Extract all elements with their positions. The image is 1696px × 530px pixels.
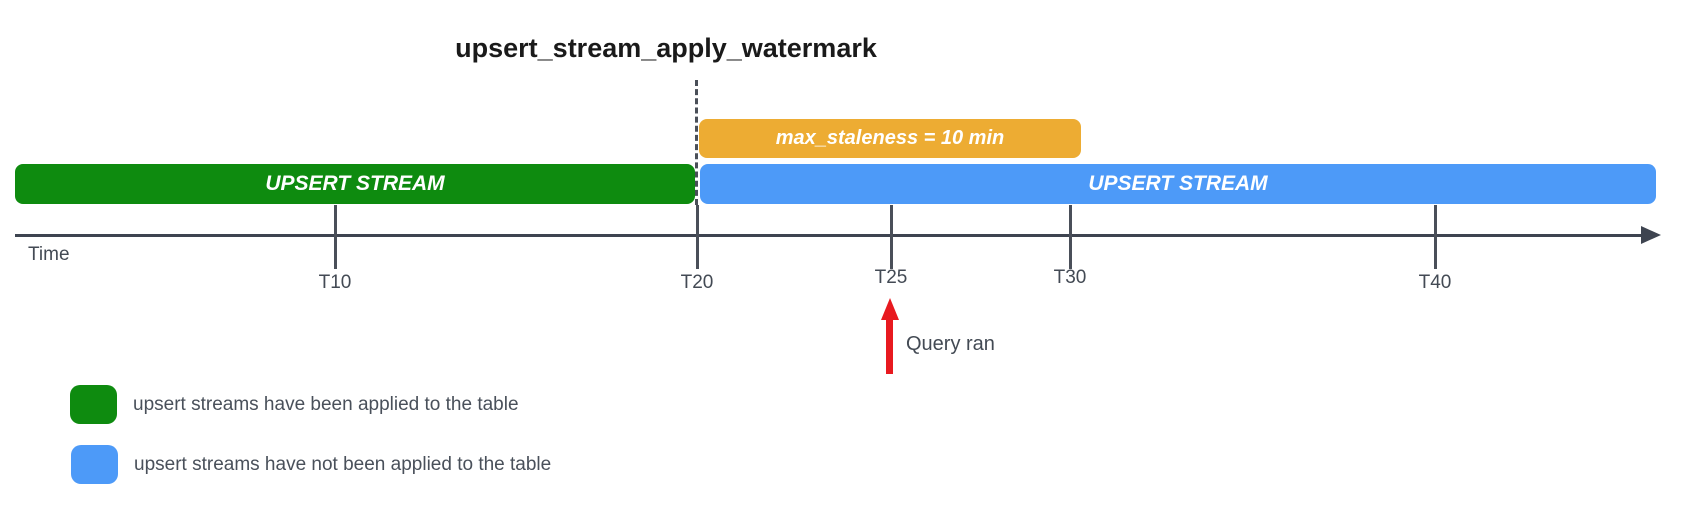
tick-t20 xyxy=(696,205,699,269)
tick-label-t30: T30 xyxy=(1053,267,1087,288)
watermark-dashed-line xyxy=(695,80,698,205)
legend-swatch-not-applied xyxy=(71,445,118,484)
tick-label-t20: T20 xyxy=(680,272,714,293)
legend-item-applied: upsert streams have been applied to the … xyxy=(70,385,519,424)
tick-label-t40: T40 xyxy=(1418,272,1452,293)
tick-label-t10: T10 xyxy=(318,272,352,293)
query-ran-arrow-shaft xyxy=(886,318,893,374)
max-staleness-bar: max_staleness = 10 min xyxy=(699,119,1081,158)
legend-item-not-applied: upsert streams have not been applied to … xyxy=(71,445,551,484)
pending-upsert-stream-bar: UPSERT STREAM xyxy=(700,164,1656,204)
applied-upsert-stream-bar: UPSERT STREAM xyxy=(15,164,695,204)
tick-t25 xyxy=(890,205,893,269)
query-ran-label: Query ran xyxy=(906,333,995,355)
applied-upsert-stream-bar-label: UPSERT STREAM xyxy=(265,172,445,195)
query-ran-arrow-icon xyxy=(881,298,899,320)
legend-label-applied: upsert streams have been applied to the … xyxy=(133,393,519,415)
tick-t10 xyxy=(334,205,337,269)
legend-swatch-applied xyxy=(70,385,117,424)
tick-t40 xyxy=(1434,205,1437,269)
time-axis-label: Time xyxy=(28,244,70,265)
legend-label-not-applied: upsert streams have not been applied to … xyxy=(134,453,552,475)
tick-t30 xyxy=(1069,205,1072,269)
timeline-arrowhead-icon xyxy=(1641,226,1661,244)
diagram-title: upsert_stream_apply_watermark xyxy=(455,33,877,63)
pending-upsert-stream-bar-label: UPSERT STREAM xyxy=(1088,172,1268,195)
max-staleness-bar-label: max_staleness = 10 min xyxy=(775,127,1005,149)
tick-label-t25: T25 xyxy=(874,267,908,288)
timeline-axis xyxy=(15,234,1645,237)
